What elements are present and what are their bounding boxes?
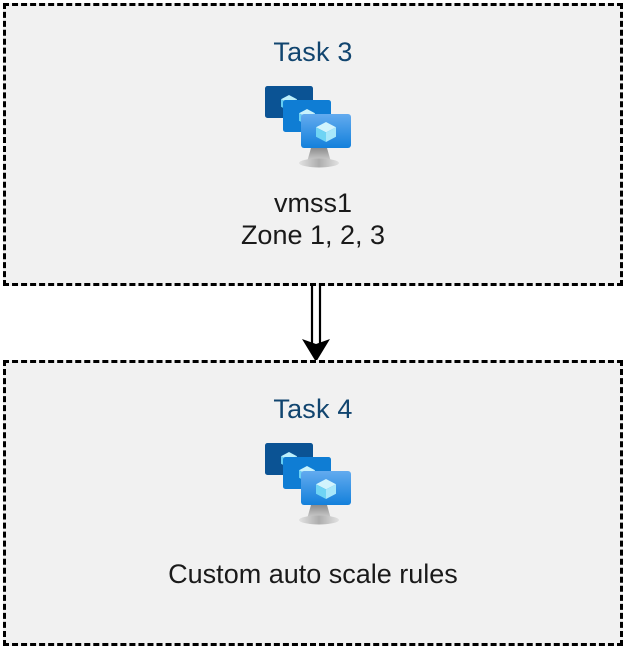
connector-arrowhead	[302, 339, 330, 362]
task-4-caption: Custom auto scale rules	[168, 559, 458, 591]
task-3-caption-line-1: vmss1	[273, 188, 352, 218]
task-3-caption-line-2: Zone 1, 2, 3	[240, 219, 386, 250]
task-3-caption: vmss1 Zone 1, 2, 3	[241, 188, 385, 252]
task-3-heading: Task 3	[273, 37, 353, 67]
vm-scale-set-icon	[265, 86, 351, 168]
task-3-icon-wrap	[263, 82, 363, 174]
vm-scale-set-icon	[265, 443, 351, 525]
connector-task3-to-task4	[302, 283, 330, 362]
task-4-caption-line-1: Custom auto scale rules	[168, 559, 458, 589]
task-4-icon-wrap	[263, 439, 363, 531]
task-4-heading: Task 4	[273, 394, 353, 424]
task-node-task-4[interactable]: Task 4	[3, 360, 623, 646]
task-node-task-3[interactable]: Task 3	[3, 3, 623, 286]
